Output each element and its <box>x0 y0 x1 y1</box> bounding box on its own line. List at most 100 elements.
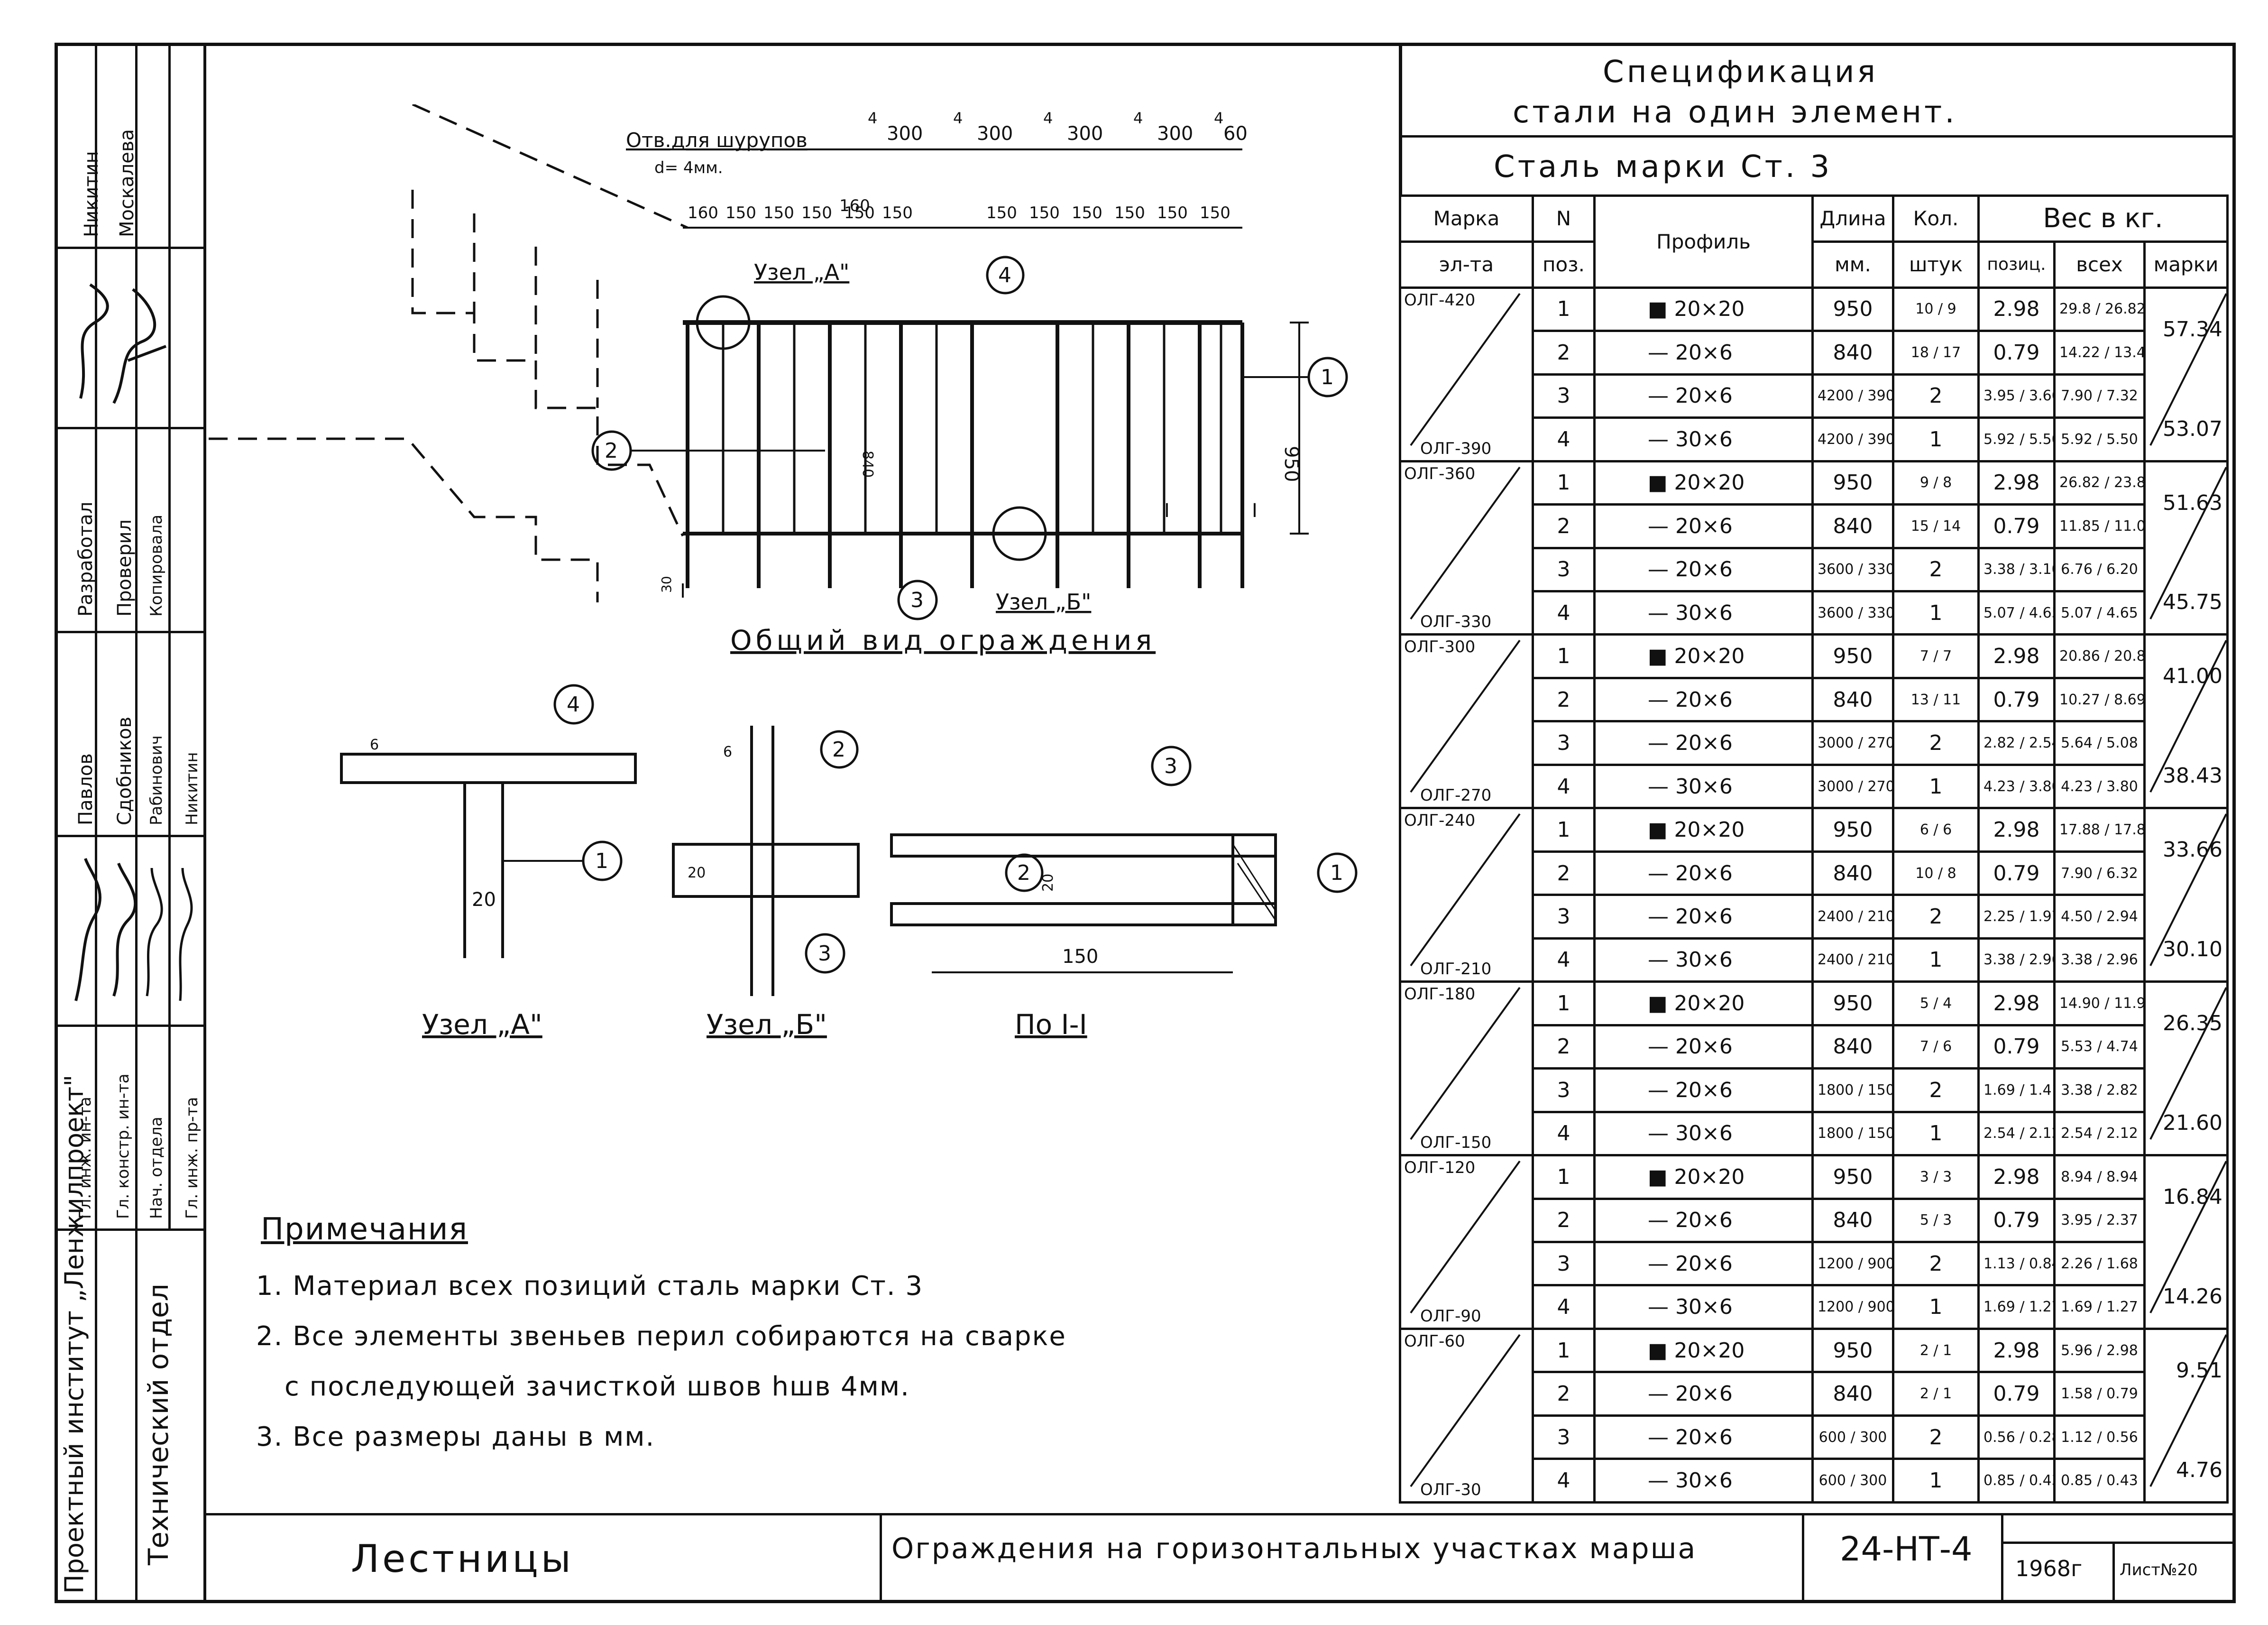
cell-profile: — 20×6 <box>1593 1197 1814 1244</box>
cell-profile: — 30×6 <box>1593 763 1814 810</box>
hdr-length: Длина <box>1811 194 1894 243</box>
cell-w-all: 14.22 / 13.43 <box>2053 330 2146 376</box>
svg-text:2: 2 <box>605 439 618 463</box>
mark-top: ОЛГ-420 <box>1404 290 1476 310</box>
section-mark-left: I <box>1164 500 1170 522</box>
spacing-r-2: 150 <box>1029 203 1060 222</box>
mark-diagonal <box>1410 1160 1521 1314</box>
cell-w-pos: 0.79 <box>1977 503 2056 549</box>
spacing-l-1: 160 <box>688 203 718 222</box>
title-category: Лестницы <box>351 1537 574 1581</box>
cell-pos: 3 <box>1532 1241 1596 1287</box>
total-bottom: 45.75 <box>2163 590 2222 615</box>
detail-b-pos2: 2 <box>832 738 845 762</box>
action-checked: Проверил <box>114 519 136 617</box>
railing <box>683 295 1244 588</box>
cell-pos: 1 <box>1532 460 1596 506</box>
cell-profile: — 30×6 <box>1593 1284 1814 1330</box>
cell-w-pos: 2.98 <box>1977 286 2056 332</box>
cell-w-pos: 1.69 / 1.41 <box>1977 1067 2056 1113</box>
institute-name: Проектный институт „Ленжилпроект" <box>59 1074 89 1594</box>
cell-length: 950 <box>1811 286 1894 332</box>
person-4: Никитин <box>183 752 202 825</box>
cell-qty: 5 / 3 <box>1892 1197 1980 1244</box>
detail-b <box>672 726 860 996</box>
cell-profile: — 20×6 <box>1593 503 1814 549</box>
cell-length: 840 <box>1811 850 1894 896</box>
spec-table: Марка N Профиль Длина Кол. Вес в кг. эл-… <box>1399 194 2229 1504</box>
cell-pos: 1 <box>1532 633 1596 679</box>
mark-diagonal <box>1410 1334 1521 1487</box>
callout-1: 1 <box>1242 357 1348 397</box>
hole-dim-4: 300 <box>1157 123 1193 145</box>
cell-qty: 10 / 9 <box>1892 286 1980 332</box>
cell-w-all: 5.96 / 2.98 <box>2053 1327 2146 1374</box>
holes-label: Отв.для шурупов <box>626 129 808 152</box>
total-bottom: 14.26 <box>2163 1284 2222 1309</box>
cell-length: 4200 / 3900 <box>1811 373 1894 419</box>
cell-qty: 1 <box>1892 763 1980 810</box>
cell-w-all: 8.94 / 8.94 <box>2053 1154 2146 1200</box>
cell-pos: 4 <box>1532 763 1596 810</box>
mark-top: ОЛГ-60 <box>1404 1331 1465 1351</box>
cell-length: 840 <box>1811 1371 1894 1417</box>
cell-qty: 2 <box>1892 373 1980 419</box>
cell-pos: 2 <box>1532 503 1596 549</box>
cell-profile: — 30×6 <box>1593 416 1814 462</box>
section-title: По I-I <box>1015 1008 1087 1041</box>
section-dim150: 150 <box>1062 946 1098 968</box>
cell-pos: 2 <box>1532 330 1596 376</box>
cell-profile: — 20×6 <box>1593 1371 1814 1417</box>
spacing-l-2: 150 <box>725 203 756 222</box>
cell-qty: 7 / 6 <box>1892 1024 1980 1070</box>
hdr-pos2: поз. <box>1532 240 1596 289</box>
cell-length: 950 <box>1811 980 1894 1026</box>
cell-profile: — 20×6 <box>1593 373 1814 419</box>
spec-title-1: Спецификация <box>1603 55 1878 90</box>
svg-text:3: 3 <box>910 588 924 612</box>
cell-pos: 2 <box>1532 850 1596 896</box>
callout-3: 3 <box>897 580 938 620</box>
cell-profile: ■ 20×20 <box>1593 980 1814 1026</box>
cell-w-all: 14.90 / 11.92 <box>2053 980 2146 1026</box>
cell-w-all: 20.86 / 20.86 <box>2053 633 2146 679</box>
cell-w-pos: 0.56 / 0.28 <box>1977 1414 2056 1460</box>
hdr-pos: N <box>1532 194 1596 243</box>
detail-b-dim6: 6 <box>723 744 732 760</box>
role-3: Нач. отдела <box>147 1117 166 1219</box>
cell-length: 840 <box>1811 1197 1894 1244</box>
cell-qty: 1 <box>1892 1110 1980 1157</box>
cell-profile: — 20×6 <box>1593 850 1814 896</box>
cell-qty: 1 <box>1892 1458 1980 1504</box>
cell-qty: 1 <box>1892 416 1980 462</box>
svg-text:1: 1 <box>1321 365 1334 389</box>
mark-top: ОЛГ-300 <box>1404 637 1476 657</box>
cell-w-all: 2.54 / 2.12 <box>2053 1110 2146 1157</box>
role-2: Гл. констр. ин-та <box>114 1073 133 1219</box>
cell-w-pos: 0.85 / 0.43 <box>1977 1458 2056 1504</box>
cell-pos: 2 <box>1532 1024 1596 1070</box>
cell-profile: ■ 20×20 <box>1593 633 1814 679</box>
cell-length: 3000 / 2700 <box>1811 763 1894 810</box>
total-bottom: 30.10 <box>2163 937 2222 962</box>
cell-qty: 7 / 7 <box>1892 633 1980 679</box>
cell-w-all: 1.12 / 0.56 <box>2053 1414 2146 1460</box>
hdr-mark2: эл-та <box>1399 240 1534 289</box>
cell-w-pos: 3.38 / 2.96 <box>1977 937 2056 983</box>
cell-length: 1200 / 900 <box>1811 1241 1894 1287</box>
hole-dim-5: 60 <box>1223 123 1248 145</box>
stair-outline <box>209 104 689 602</box>
cell-w-all: 5.64 / 5.08 <box>2053 720 2146 766</box>
